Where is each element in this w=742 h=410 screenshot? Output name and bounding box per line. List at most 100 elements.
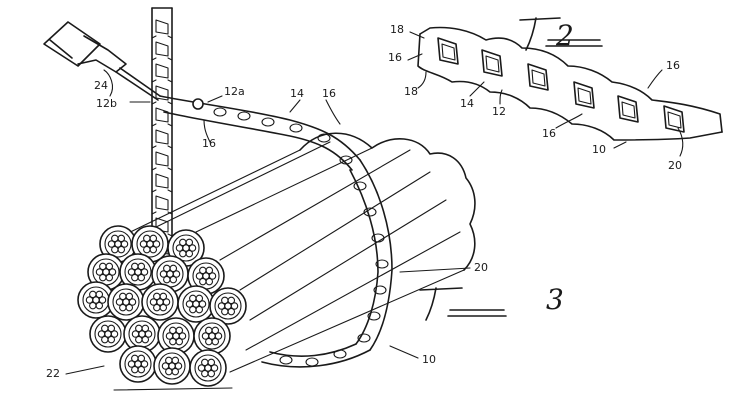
- cable-strands: [95, 262, 117, 282]
- cable-strand: [172, 270, 181, 278]
- leader-10: [613, 141, 627, 149]
- fig3-label-14: 14: [290, 87, 304, 100]
- wrapped-strap-slot: [357, 333, 371, 343]
- cable-strand: [195, 294, 204, 303]
- vertical-strap-notch: [151, 35, 173, 39]
- vertical-strap-slot: [155, 195, 169, 211]
- wrapped-strap-slot: [367, 311, 381, 321]
- leader-18-top: [409, 31, 425, 39]
- cable-strand: [153, 303, 161, 312]
- cable-core: [194, 354, 222, 382]
- cable-strands: [139, 234, 161, 254]
- fig3-label-22: 22: [46, 367, 60, 380]
- installation-tool: [43, 21, 161, 101]
- wrapped-strap-slot: [333, 349, 347, 359]
- cable-strand: [159, 270, 168, 278]
- vertical-strap-notch: [151, 145, 173, 149]
- leader-16-right: [647, 69, 663, 89]
- cable-strand: [214, 332, 223, 340]
- cable-strand: [162, 298, 171, 306]
- fig2-label-16-left: 16: [388, 51, 402, 64]
- cable-strand: [110, 330, 119, 338]
- vertical-strap-notch: [151, 79, 173, 83]
- cable-strand: [210, 364, 219, 372]
- fig3-leaders: [65, 69, 471, 375]
- cable-strand: [169, 337, 177, 346]
- fig3-title-number: 3: [546, 283, 564, 316]
- wrapped-strap-slot: [353, 181, 367, 191]
- cable-strand: [143, 245, 151, 254]
- fig2-strap-slot-inner: [485, 55, 500, 73]
- leader-18-bottom: [417, 71, 427, 89]
- fig2-strap-slot: [481, 49, 503, 77]
- cable-strand: [227, 296, 236, 305]
- wrapped-strap-holes: [213, 107, 389, 367]
- cable-strand: [201, 332, 210, 340]
- cable-strand: [189, 305, 197, 314]
- fig2-strap-slot: [573, 81, 595, 109]
- cable-strand: [125, 292, 134, 301]
- cable-strand: [185, 238, 194, 247]
- vertical-strap-notch: [151, 189, 173, 193]
- cable-strand: [175, 326, 184, 335]
- cable-strand: [98, 296, 107, 304]
- vertical-strap: [151, 7, 173, 259]
- fig3-label-20: 20: [474, 261, 488, 274]
- cable-strand: [179, 249, 187, 258]
- vertical-strap-slot: [155, 107, 169, 123]
- cable-strand: [140, 268, 149, 276]
- cable-strand: [207, 358, 216, 367]
- vertical-strap-notch: [151, 57, 173, 61]
- fig2-label-12: 12: [492, 105, 506, 118]
- wrapped-strap-slot: [261, 117, 275, 127]
- cable-strand: [208, 272, 217, 280]
- fig2-label-18-bottom: 18: [404, 85, 418, 98]
- leader-12: [499, 89, 503, 105]
- vertical-strap-slot: [155, 151, 169, 167]
- cable-core: [136, 230, 164, 258]
- vertical-strap-slot: [155, 129, 169, 145]
- cable-strand: [175, 244, 184, 252]
- cable-strand: [211, 326, 220, 335]
- cable-strand: [165, 332, 174, 340]
- vertical-strap-notch: [151, 167, 173, 171]
- cable-strand: [105, 262, 114, 271]
- vertical-strap-slot: [155, 217, 169, 233]
- cable-strands: [195, 266, 217, 286]
- leader-16-mid: [555, 113, 583, 129]
- wrapped-strap-slot: [375, 259, 389, 269]
- cable-strand: [165, 367, 173, 376]
- cable-strands: [149, 292, 171, 312]
- fig2-strap-slot: [437, 37, 459, 65]
- cable-strand: [169, 264, 178, 273]
- cable-strand: [144, 330, 153, 338]
- cable-strand: [95, 290, 104, 299]
- cable-strand: [188, 244, 197, 252]
- cable-strand: [149, 234, 158, 243]
- cable-strands: [127, 354, 149, 374]
- fig2-label-18-top: 18: [390, 23, 404, 36]
- cable-strands: [201, 326, 223, 346]
- fig2-strap-slot-inner: [577, 87, 592, 105]
- fig3-label-16-left: 16: [202, 137, 216, 150]
- cable-strands: [175, 238, 197, 258]
- cable-strand: [108, 268, 117, 276]
- wrapped-strap-slot: [279, 355, 293, 365]
- cable-strand: [107, 240, 116, 248]
- fig3-label-10: 10: [422, 353, 436, 366]
- cable-strand: [185, 300, 194, 308]
- fig2-strap-slot: [527, 63, 549, 91]
- cable-core: [158, 352, 186, 380]
- wrapped-strap-slot: [371, 233, 385, 243]
- wrapped-strap-slot: [363, 207, 377, 217]
- cable-strand: [115, 298, 124, 306]
- cable-strands: [115, 292, 137, 312]
- fig3-label-12b: 12b: [96, 97, 117, 110]
- cable-strand: [85, 296, 94, 304]
- cable-strands: [127, 262, 149, 282]
- cable-strand: [131, 365, 139, 374]
- cable-strand: [198, 300, 207, 308]
- cable-core: [124, 350, 152, 378]
- cable-strands: [97, 324, 119, 344]
